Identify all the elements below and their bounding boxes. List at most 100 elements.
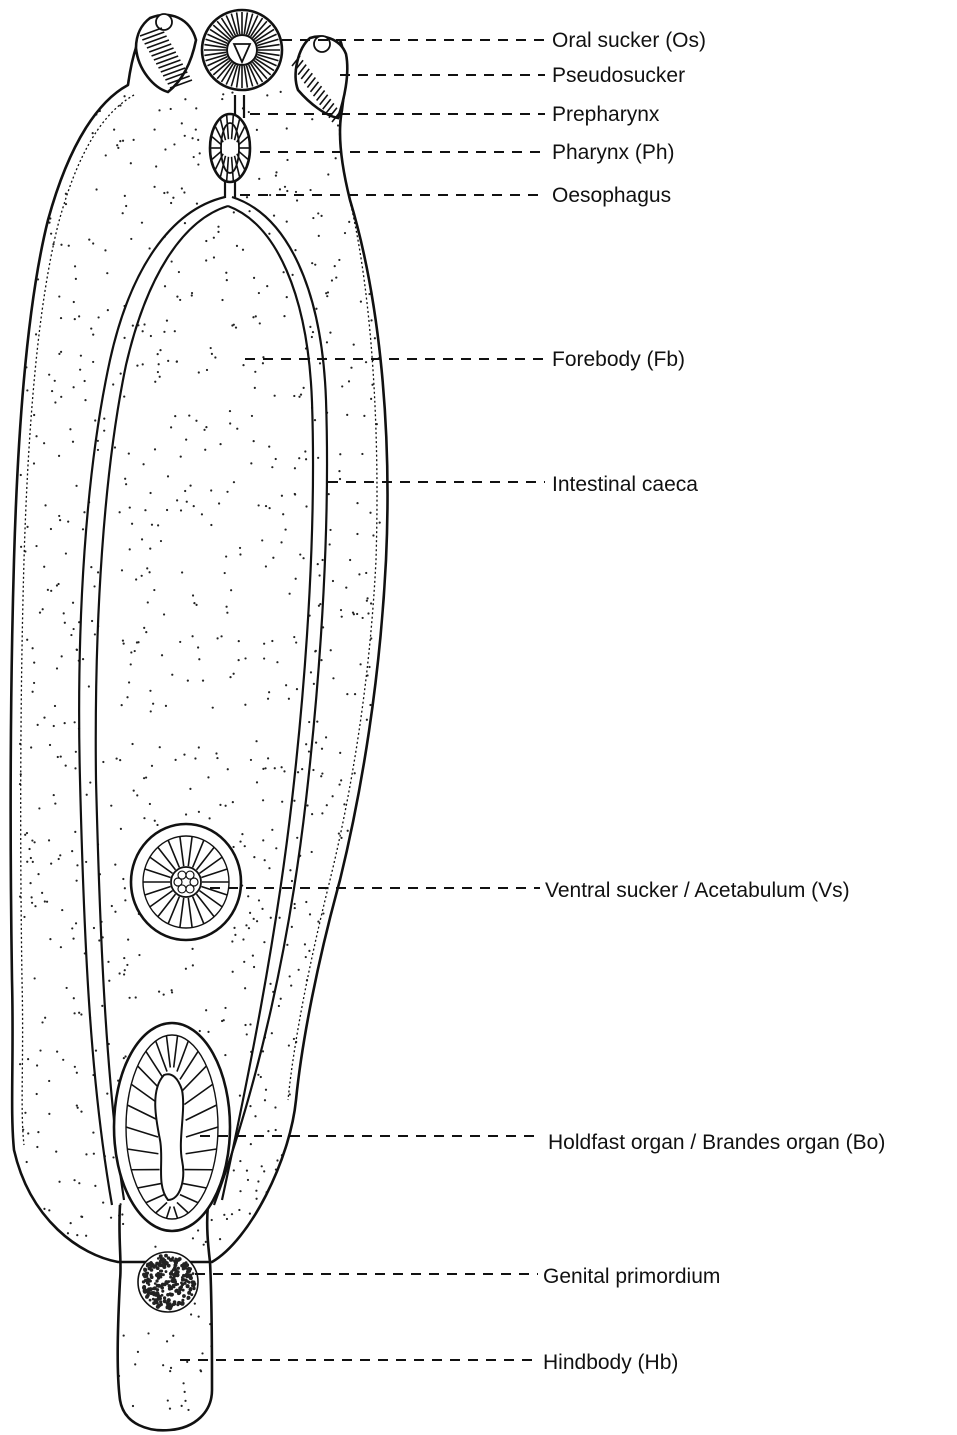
- stipple-dot: [73, 1179, 75, 1181]
- stipple-dot: [20, 474, 22, 476]
- stipple-dot: [263, 1170, 265, 1172]
- stipple-dot: [197, 163, 199, 165]
- stipple-dot: [309, 326, 311, 328]
- stipple-dot: [76, 1072, 78, 1074]
- stipple-dot: [26, 639, 28, 641]
- stipple-dot: [134, 650, 136, 652]
- stipple-dot: [216, 637, 218, 639]
- stipple-dot: [305, 458, 307, 460]
- stipple-dot: [170, 1367, 172, 1369]
- stipple-dot: [83, 511, 85, 513]
- stipple-dot: [305, 956, 307, 958]
- stipple-dot: [311, 813, 313, 815]
- stipple-dot: [106, 1092, 108, 1094]
- stipple-dot: [76, 864, 78, 866]
- stipple-dot: [220, 635, 222, 637]
- stipple-dot: [88, 239, 90, 241]
- stipple-dot: [76, 880, 78, 882]
- stipple-dot: [138, 954, 140, 956]
- stipple-dot: [143, 777, 145, 779]
- stipple-dot: [286, 159, 288, 161]
- stipple-dot: [151, 765, 153, 767]
- stipple-dot: [130, 663, 132, 665]
- stipple-dot: [169, 1370, 171, 1372]
- stipple-dot: [68, 245, 70, 247]
- stipple-dot: [33, 414, 35, 416]
- stipple-dot: [84, 399, 86, 401]
- stipple-dot: [225, 272, 227, 274]
- stipple-dot: [231, 91, 233, 93]
- primordium-speckle: [192, 1287, 195, 1290]
- stipple-dot: [242, 938, 244, 940]
- stipple-dot: [197, 139, 199, 141]
- stipple-dot: [261, 1165, 263, 1167]
- stipple-dot: [107, 309, 109, 311]
- stipple-dot: [225, 606, 227, 608]
- stipple-dot: [272, 557, 274, 559]
- stipple-dot: [136, 794, 138, 796]
- stipple-dot: [35, 545, 37, 547]
- stipple-dot: [298, 969, 300, 971]
- stipple-dot: [193, 156, 195, 158]
- stipple-dot: [80, 1215, 82, 1217]
- stipple-dot: [50, 590, 52, 592]
- stipple-dot: [76, 648, 78, 650]
- primordium-speckle: [163, 1299, 167, 1303]
- stipple-dot: [120, 828, 122, 830]
- stipple-dot: [198, 746, 200, 748]
- primordium-speckle: [166, 1293, 170, 1297]
- stipple-dot: [239, 1160, 241, 1162]
- stipple-dot: [317, 212, 319, 214]
- stipple-dot: [149, 548, 151, 550]
- stipple-dot: [56, 584, 58, 586]
- stipple-dot: [271, 829, 273, 831]
- stipple-dot: [123, 1334, 125, 1336]
- stipple-dot: [326, 341, 328, 343]
- stipple-dot: [63, 612, 65, 614]
- stipple-dot: [123, 1057, 125, 1059]
- stipple-dot: [311, 118, 313, 120]
- stipple-dot: [186, 1361, 188, 1363]
- stipple-dot: [61, 655, 63, 657]
- stipple-dot: [78, 1182, 80, 1184]
- stipple-dot: [191, 948, 193, 950]
- stipple-dot: [181, 122, 183, 124]
- stipple-dot: [229, 410, 231, 412]
- stipple-dot: [69, 428, 71, 430]
- stipple-dot: [233, 673, 235, 675]
- stipple-dot: [248, 210, 250, 212]
- stipple-dot: [295, 191, 297, 193]
- primordium-speckle: [145, 1295, 149, 1299]
- stipple-dot: [147, 601, 149, 603]
- primordium-speckle: [170, 1270, 173, 1273]
- stipple-dot: [88, 685, 90, 687]
- stipple-dot: [125, 205, 127, 207]
- stipple-dot: [226, 1218, 228, 1220]
- leader-lines: [180, 40, 545, 1360]
- stipple-dot: [354, 693, 356, 695]
- stipple-dot: [85, 861, 87, 863]
- stipple-dot: [310, 671, 312, 673]
- stipple-dot: [149, 492, 151, 494]
- stipple-dot: [110, 805, 112, 807]
- stipple-dot: [249, 912, 251, 914]
- stipple-dot: [24, 1112, 26, 1114]
- stipple-dot: [200, 1370, 202, 1372]
- stipple-dot: [205, 426, 207, 428]
- stipple-dot: [93, 585, 95, 587]
- stipple-dot: [320, 775, 322, 777]
- stipple-dot: [137, 1351, 139, 1353]
- stipple-dot: [119, 759, 121, 761]
- primordium-speckle: [174, 1257, 177, 1260]
- stipple-dot: [358, 573, 360, 575]
- stipple-dot: [167, 475, 169, 477]
- stipple-dot: [123, 337, 125, 339]
- primordium-speckle: [172, 1284, 175, 1287]
- stipple-dot: [199, 1030, 201, 1032]
- stipple-dot: [60, 396, 62, 398]
- stipple-dot: [253, 277, 255, 279]
- stipple-dot: [195, 604, 197, 606]
- stipple-dot: [121, 1213, 123, 1215]
- stipple-dot: [114, 446, 116, 448]
- stipple-dot: [164, 148, 166, 150]
